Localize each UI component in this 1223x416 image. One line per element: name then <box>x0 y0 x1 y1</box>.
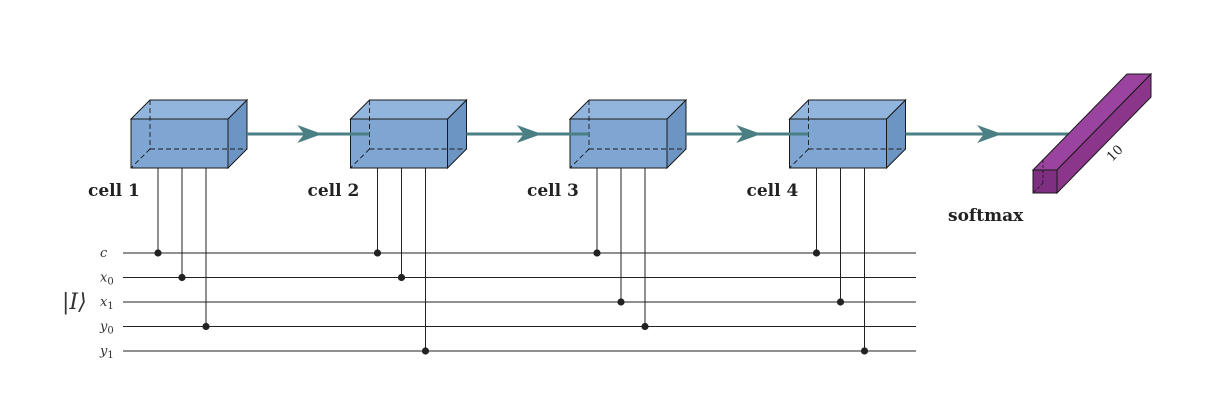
control-dot <box>178 273 186 282</box>
cell-hidden-edge <box>789 148 809 169</box>
cell-front-face <box>130 118 229 169</box>
wire-label-y0: y0 <box>99 320 114 337</box>
cell-front-face <box>350 118 448 169</box>
arrow-head <box>736 125 762 143</box>
arrow-head <box>516 125 542 143</box>
cell-front-face <box>569 118 668 169</box>
cell-label: cell 1 <box>88 181 140 201</box>
control-dot <box>397 273 406 282</box>
control-dot <box>836 298 845 306</box>
control-dot <box>593 249 601 257</box>
control-dot <box>641 322 649 331</box>
arrow-head <box>297 125 323 143</box>
cell-4: cell 4 <box>747 98 907 355</box>
cell-top-face <box>349 99 468 120</box>
softmax-hidden-edge <box>1032 182 1044 194</box>
arrow-cell-1-to-2 <box>247 125 370 143</box>
control-dot <box>202 322 210 331</box>
control-dot <box>421 347 430 355</box>
cell-3: cell 3 <box>527 98 688 331</box>
control-dot <box>860 347 869 355</box>
softmax-dimension-label: 10 <box>1104 143 1126 165</box>
cell-top-face <box>129 99 249 120</box>
arrow-to-softmax <box>905 125 1078 143</box>
arrow-head <box>977 125 1002 143</box>
softmax-label: softmax <box>948 206 1024 226</box>
cell-front-face <box>789 118 887 169</box>
wire-label-x0: x0 <box>100 271 114 288</box>
cell-label: cell 3 <box>527 181 579 201</box>
register-label: |I⟩ <box>62 290 87 315</box>
control-dot <box>154 249 162 257</box>
wires-layer: c x0 x1 y0 y1 <box>99 246 916 361</box>
arrow-cell-2-to-3 <box>466 125 589 143</box>
control-dot <box>812 249 821 257</box>
cell-top-face <box>788 99 907 120</box>
cell-hidden-edge <box>350 148 370 169</box>
wire-label-c: c <box>100 246 108 261</box>
cells-layer: cell 1 cell 2 cell 3 cell 4 <box>88 98 1078 355</box>
wire-label-x1: x1 <box>100 295 114 312</box>
cell-label: cell 4 <box>747 181 799 201</box>
arrow-cell-3-to-4 <box>686 125 809 143</box>
control-dot <box>373 249 382 257</box>
softmax-front-face <box>1032 169 1058 194</box>
cell-label: cell 2 <box>308 181 360 201</box>
cell-hidden-edge <box>130 148 151 169</box>
cell-hidden-edge <box>569 148 590 169</box>
cell-top-face <box>568 99 688 120</box>
wire-label-y1: y1 <box>99 344 114 361</box>
cell-2: cell 2 <box>308 98 468 355</box>
cell-1: cell 1 <box>88 98 249 331</box>
control-dot <box>617 298 625 306</box>
